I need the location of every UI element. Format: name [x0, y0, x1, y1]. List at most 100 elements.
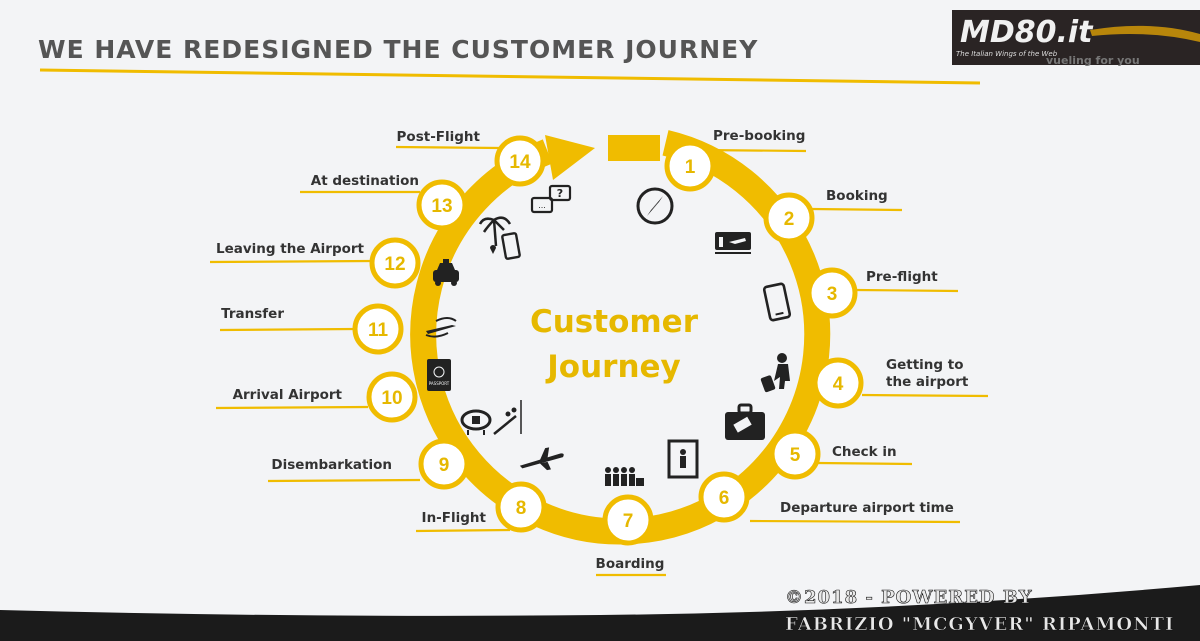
step-label-underline	[395, 145, 501, 150]
projection-screen	[0, 0, 1200, 616]
step-marker	[418, 438, 470, 490]
step-label: Boarding	[596, 556, 665, 572]
suitcase-icon	[725, 403, 765, 440]
step-label: Leaving the Airport	[216, 241, 365, 257]
step-marker	[494, 135, 546, 187]
step-marker	[806, 267, 858, 319]
step-label: Getting to	[886, 357, 963, 373]
security-scanner-icon	[667, 439, 699, 479]
traveler-luggage-icon	[760, 353, 790, 393]
step-marker	[812, 357, 864, 409]
compass-icon	[636, 187, 674, 225]
step-3: 3 Pre-flight	[806, 267, 959, 319]
step-label: Disembarkation	[271, 457, 392, 473]
palm-phone-icon	[478, 216, 521, 260]
step-marker	[602, 494, 654, 546]
step-10: 10 Arrival Airport	[215, 371, 418, 423]
step-14: 14 Post-Flight	[395, 129, 546, 187]
step-number: 1	[685, 157, 696, 178]
step-label-line2: the airport	[886, 374, 969, 390]
step-number: 6	[719, 488, 730, 509]
step-marker	[416, 179, 468, 231]
brand-text: vueling for you	[1046, 54, 1140, 67]
step-number: 3	[827, 284, 838, 305]
step-13: 13 At destination	[300, 173, 468, 231]
heading-underline	[39, 68, 981, 85]
step-label: Pre-flight	[866, 269, 938, 285]
step-label-underline	[267, 478, 421, 483]
step-label: In-Flight	[422, 510, 487, 526]
step-number: 4	[833, 374, 844, 395]
smartphone-icon	[762, 282, 792, 322]
step-label: Departure airport time	[780, 500, 954, 516]
step-label: Booking	[826, 188, 888, 204]
logo-tagline: The Italian Wings of the Web	[956, 50, 1058, 58]
step-12: 12 Leaving the Airport	[209, 237, 421, 289]
step-9: 9 Disembarkation	[267, 438, 470, 490]
step-label-underline	[749, 519, 961, 524]
svg-text:?: ?	[557, 187, 563, 200]
center-title-line2: Journey	[545, 349, 681, 385]
passport-icon: PASSPORT	[427, 359, 451, 391]
step-number: 7	[623, 511, 634, 532]
step-label: Check in	[832, 444, 897, 460]
step-number: 13	[431, 196, 452, 217]
step-marker	[763, 192, 815, 244]
watermark-line1: ©2018 - POWERED BY	[785, 587, 1033, 608]
step-marker	[769, 428, 821, 480]
step-marker	[698, 471, 750, 523]
slide-heading: WE HAVE REDESIGNED THE CUSTOMER JOURNEY	[38, 35, 758, 64]
step-label-underline	[415, 528, 511, 533]
step-8: 8In-Flight	[415, 481, 547, 533]
step-label: At destination	[311, 173, 419, 189]
passport-icon-text: PASSPORT	[429, 381, 450, 386]
step-label-underline	[817, 461, 913, 466]
airplane-stairs-icon	[460, 400, 522, 435]
queue-icon	[605, 467, 644, 486]
step-label: Transfer	[221, 306, 284, 322]
step-marker	[366, 371, 418, 423]
steps-group: 1 Pre-booking 2 Booking 3 Pre-flight 4 Getting …	[209, 128, 989, 577]
taxi-icon	[433, 259, 459, 286]
step-label-underline	[209, 259, 373, 264]
step-label-underline	[219, 327, 356, 332]
step-number: 5	[790, 445, 801, 466]
chat-bubbles-icon: ? ...	[530, 184, 572, 214]
step-5: 5 Check in	[769, 428, 913, 480]
step-number: 11	[368, 320, 389, 341]
step-number: 10	[381, 388, 402, 409]
step-number: 2	[784, 209, 795, 230]
step-11: 11 Transfer	[219, 303, 404, 355]
step-marker	[352, 303, 404, 355]
svg-text:...: ...	[538, 201, 546, 210]
step-number: 14	[509, 152, 531, 173]
step-marker	[369, 237, 421, 289]
step-label: Pre-booking	[713, 128, 805, 144]
step-number: 12	[384, 254, 405, 275]
step-marker	[495, 481, 547, 533]
center-title-line1: Customer	[530, 304, 699, 340]
step-2: 2 Booking	[763, 188, 903, 244]
step-label: Arrival Airport	[233, 387, 343, 403]
step-label-underline	[811, 207, 903, 212]
airplane-icon	[519, 447, 564, 471]
step-number: 9	[439, 455, 450, 476]
step-label-underline	[215, 405, 369, 410]
ring-start	[608, 135, 660, 161]
step-1: 1 Pre-booking	[664, 128, 807, 192]
ticket-icon	[715, 232, 751, 254]
step-marker	[664, 140, 716, 192]
step-label-underline	[855, 288, 959, 293]
logo-text: MD80.it	[960, 15, 1094, 50]
step-label-underline	[861, 393, 989, 398]
transfer-icon	[425, 317, 457, 338]
md80-logo: MD80.it The Italian Wings of the Web	[952, 10, 1200, 65]
watermark-line2: FABRIZIO "MCGYVER" RIPAMONTI	[785, 614, 1174, 635]
step-label-underline	[699, 148, 807, 153]
step-number: 8	[516, 498, 527, 519]
step-label: Post-Flight	[397, 129, 481, 145]
